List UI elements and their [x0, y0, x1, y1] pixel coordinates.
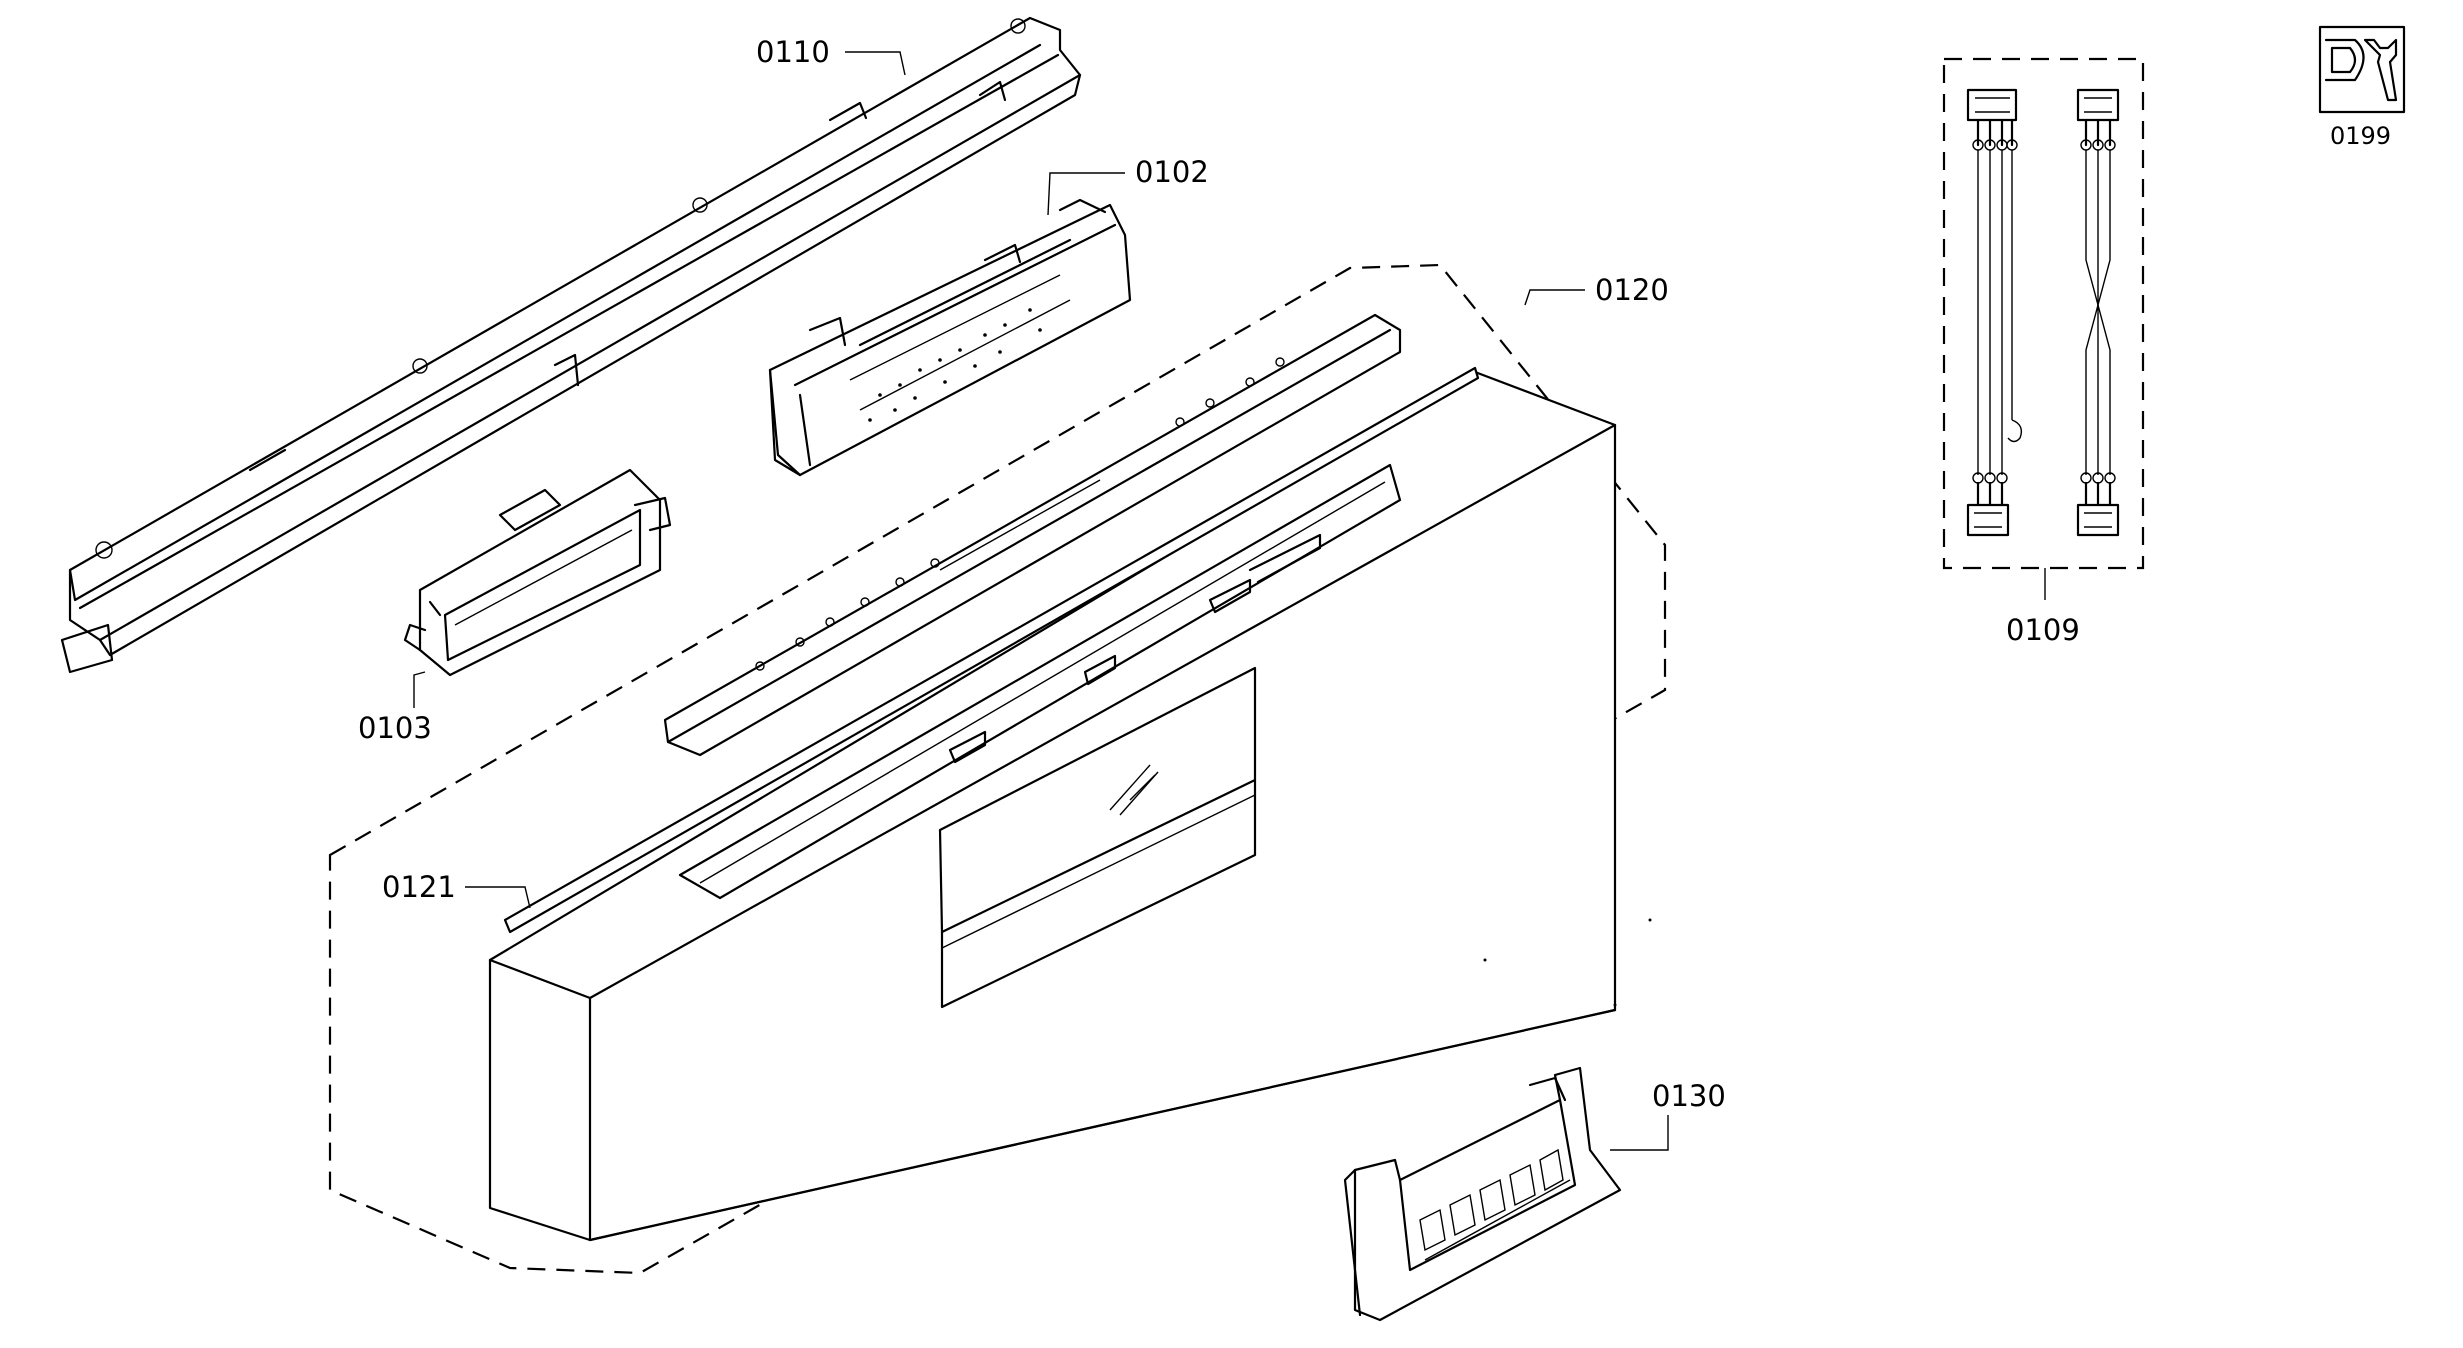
part-number-0103: 0103 — [358, 711, 432, 745]
part-number-0109: 0109 — [2006, 613, 2080, 647]
wrench-icon — [2318, 25, 2406, 114]
part-0121-seal-strip[interactable] — [503, 366, 1480, 934]
part-number-0121: 0121 — [382, 870, 456, 904]
label-0121: 0121 — [382, 870, 531, 909]
part-0110-mounting-rail[interactable] — [60, 16, 1082, 674]
registration-marks — [1483, 918, 1652, 1007]
label-0109: 0109 — [2006, 568, 2080, 647]
label-0102: 0102 — [1047, 155, 1209, 216]
part-0199-service-kit[interactable]: 0199 — [2318, 25, 2406, 150]
part-0109-cable-harness[interactable] — [1942, 57, 2145, 570]
part-0120-control-panel-assembly[interactable] — [328, 263, 1667, 1275]
part-0102-electronic-module[interactable] — [768, 198, 1132, 477]
label-0120: 0120 — [1524, 273, 1669, 307]
part-number-0130: 0130 — [1652, 1079, 1726, 1113]
label-0130: 0130 — [1610, 1079, 1726, 1151]
part-number-0102: 0102 — [1135, 155, 1209, 189]
part-0103-display-module[interactable] — [403, 468, 672, 677]
label-0103: 0103 — [358, 671, 432, 745]
part-number-0199: 0199 — [2330, 122, 2391, 150]
part-number-0120: 0120 — [1595, 273, 1669, 307]
label-0110: 0110 — [756, 35, 906, 76]
part-number-0110: 0110 — [756, 35, 830, 69]
part-0130-bracket[interactable] — [1343, 1066, 1622, 1322]
